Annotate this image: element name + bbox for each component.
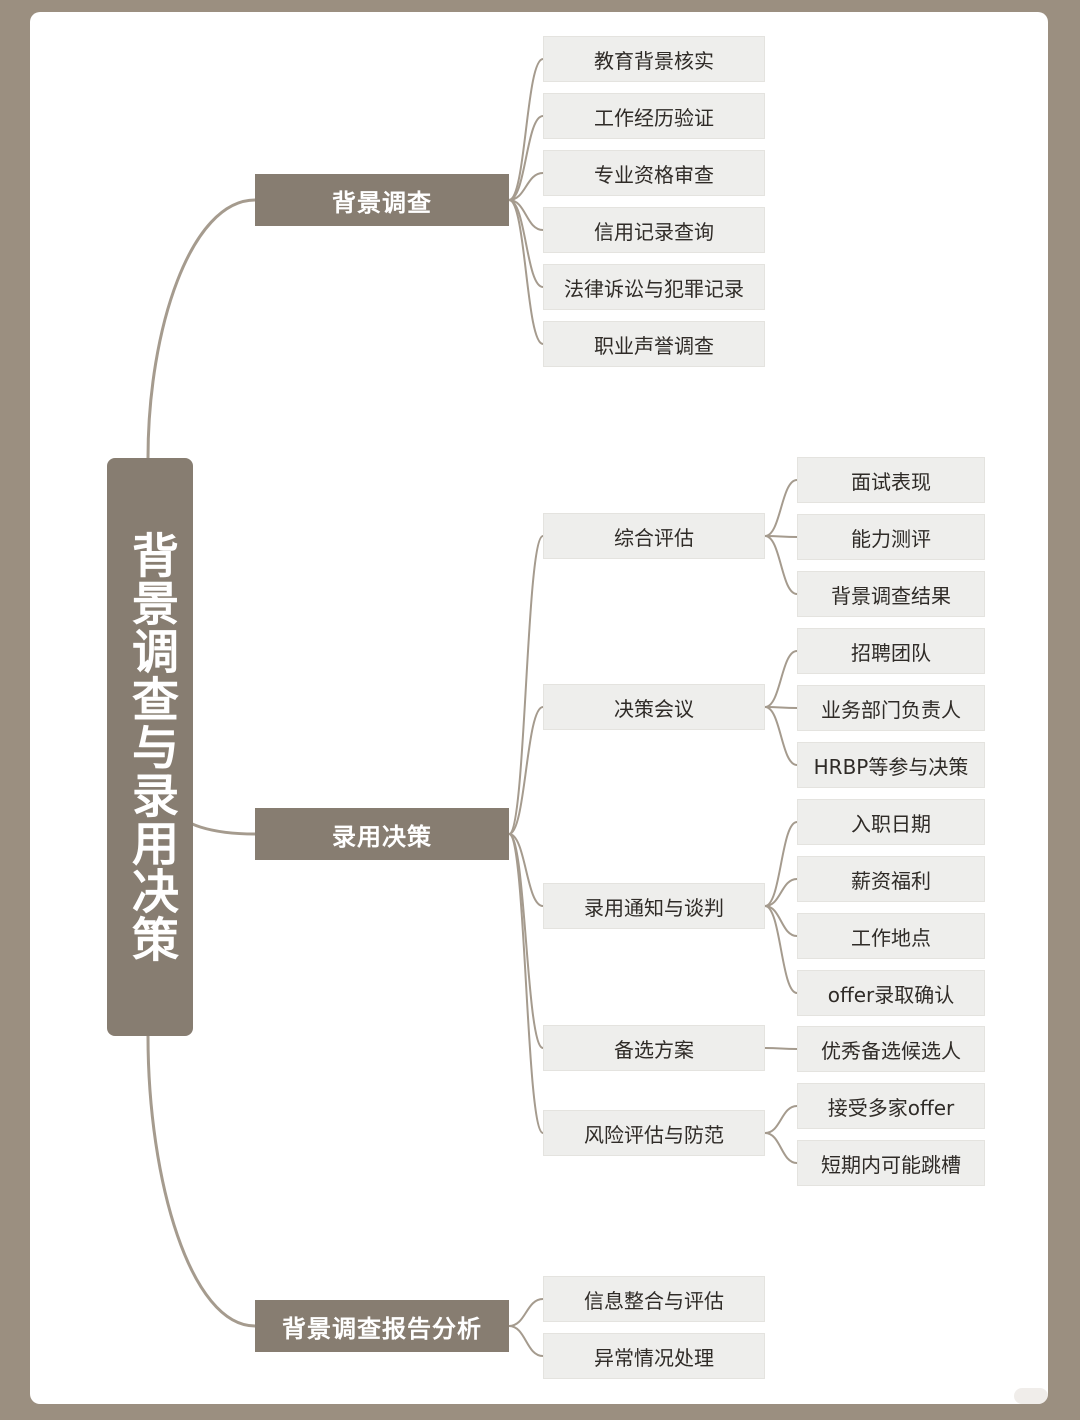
watermark-badge xyxy=(1014,1388,1048,1404)
leaf-node[interactable]: offer录取确认 xyxy=(797,970,985,1016)
branch-label: 背景调查 xyxy=(332,188,432,217)
leaf-node[interactable]: 专业资格审查 xyxy=(543,150,765,196)
connector-sub4-leaf-1 xyxy=(764,1132,798,1164)
subbranch-label: 决策会议 xyxy=(614,696,694,721)
leaf-node[interactable]: 能力测评 xyxy=(797,514,985,560)
leaf-node[interactable]: 教育背景核实 xyxy=(543,36,765,82)
leaf-node[interactable]: 入职日期 xyxy=(797,799,985,845)
root-label: 背景调查与录用决策 xyxy=(123,531,178,963)
branch-label: 录用决策 xyxy=(332,822,432,851)
connector-branch1-sub-4 xyxy=(508,833,544,1134)
leaf-node[interactable]: 薪资福利 xyxy=(797,856,985,902)
leaf-label: 招聘团队 xyxy=(851,640,931,665)
leaf-label: 职业声誉调查 xyxy=(594,333,714,358)
leaf-node[interactable]: 面试表现 xyxy=(797,457,985,503)
connector-root-branch-0 xyxy=(146,198,256,459)
connector-sub2-leaf-3 xyxy=(764,905,798,994)
leaf-node[interactable]: 接受多家offer xyxy=(797,1083,985,1129)
subbranch-label: 备选方案 xyxy=(614,1037,694,1062)
subbranch-label: 录用通知与谈判 xyxy=(584,895,724,920)
leaf-label: offer录取确认 xyxy=(827,982,955,1007)
connector-branch0-leaf-1 xyxy=(508,115,544,201)
leaf-label: 背景调查结果 xyxy=(831,583,951,608)
leaf-label: 能力测评 xyxy=(851,526,931,551)
leaf-node[interactable]: 信息整合与评估 xyxy=(543,1276,765,1322)
connector-sub1-leaf-0 xyxy=(764,650,798,708)
leaf-node[interactable]: 信用记录查询 xyxy=(543,207,765,253)
leaf-label: 信息整合与评估 xyxy=(584,1288,724,1313)
branch-background-check[interactable]: 背景调查 xyxy=(255,174,509,226)
connector-lines xyxy=(146,58,798,1357)
leaf-label: 面试表现 xyxy=(851,469,931,494)
subbranch-label: 风险评估与防范 xyxy=(584,1122,724,1147)
leaf-node[interactable]: 优秀备选候选人 xyxy=(797,1026,985,1072)
connector-branch1-sub-0 xyxy=(508,535,544,835)
leaf-label: 法律诉讼与犯罪记录 xyxy=(564,276,744,301)
subbranch-node[interactable]: 备选方案 xyxy=(543,1025,765,1071)
leaf-node[interactable]: 背景调查结果 xyxy=(797,571,985,617)
leaf-label: 教育背景核实 xyxy=(594,48,714,73)
root-node[interactable]: 背景调查与录用决策 xyxy=(107,458,193,1036)
leaf-label: 优秀备选候选人 xyxy=(821,1038,961,1063)
leaf-label: 信用记录查询 xyxy=(594,219,714,244)
leaf-label: 接受多家offer xyxy=(827,1095,955,1120)
leaf-node[interactable]: 工作地点 xyxy=(797,913,985,959)
connector-branch0-leaf-0 xyxy=(508,58,544,201)
subbranch-node[interactable]: 综合评估 xyxy=(543,513,765,559)
leaf-node[interactable]: 业务部门负责人 xyxy=(797,685,985,731)
connector-branch1-sub-3 xyxy=(508,833,544,1049)
subbranch-node[interactable]: 风险评估与防范 xyxy=(543,1110,765,1156)
leaf-node[interactable]: 法律诉讼与犯罪记录 xyxy=(543,264,765,310)
leaf-label: 业务部门负责人 xyxy=(821,697,961,722)
connector-sub0-leaf-2 xyxy=(764,535,798,595)
connector-branch1-sub-1 xyxy=(508,706,544,835)
connector-sub0-leaf-0 xyxy=(764,479,798,537)
branch-label: 背景调查报告分析 xyxy=(282,1314,482,1343)
connector-sub1-leaf-2 xyxy=(764,706,798,766)
leaf-node[interactable]: HRBP等参与决策 xyxy=(797,742,985,788)
leaf-label: 短期内可能跳槽 xyxy=(821,1152,961,1177)
leaf-node[interactable]: 异常情况处理 xyxy=(543,1333,765,1379)
leaf-label: 入职日期 xyxy=(851,811,931,836)
connector-branch1-sub-2 xyxy=(508,833,544,907)
subbranch-node[interactable]: 录用通知与谈判 xyxy=(543,883,765,929)
connector-sub2-leaf-1 xyxy=(764,878,798,907)
leaf-node[interactable]: 招聘团队 xyxy=(797,628,985,674)
connector-branch0-leaf-5 xyxy=(508,199,544,345)
connector-root-branch-2 xyxy=(146,1035,256,1328)
leaf-label: 薪资福利 xyxy=(851,868,931,893)
connector-sub2-leaf-0 xyxy=(764,821,798,907)
connector-sub4-leaf-0 xyxy=(764,1105,798,1134)
leaf-node[interactable]: 职业声誉调查 xyxy=(543,321,765,367)
branch-hiring-decision[interactable]: 录用决策 xyxy=(255,808,509,860)
connector-branch0-leaf-2 xyxy=(508,172,544,201)
leaf-label: 工作经历验证 xyxy=(594,105,714,130)
leaf-label: HRBP等参与决策 xyxy=(813,754,969,779)
subbranch-label: 综合评估 xyxy=(614,525,694,550)
connector-branch2-leaf-1 xyxy=(508,1325,544,1357)
connector-sub3-leaf-0 xyxy=(764,1047,798,1050)
leaf-label: 工作地点 xyxy=(851,925,931,950)
leaf-node[interactable]: 短期内可能跳槽 xyxy=(797,1140,985,1186)
leaf-node[interactable]: 工作经历验证 xyxy=(543,93,765,139)
leaf-label: 异常情况处理 xyxy=(594,1345,714,1370)
subbranch-node[interactable]: 决策会议 xyxy=(543,684,765,730)
leaf-label: 专业资格审查 xyxy=(594,162,714,187)
mindmap-canvas: 背景调查与录用决策 背景调查 教育背景核实 工作经历验证 专业资格审查 信用记录… xyxy=(30,12,1048,1404)
connector-branch2-leaf-0 xyxy=(508,1298,544,1327)
branch-report-analysis[interactable]: 背景调查报告分析 xyxy=(255,1300,509,1352)
